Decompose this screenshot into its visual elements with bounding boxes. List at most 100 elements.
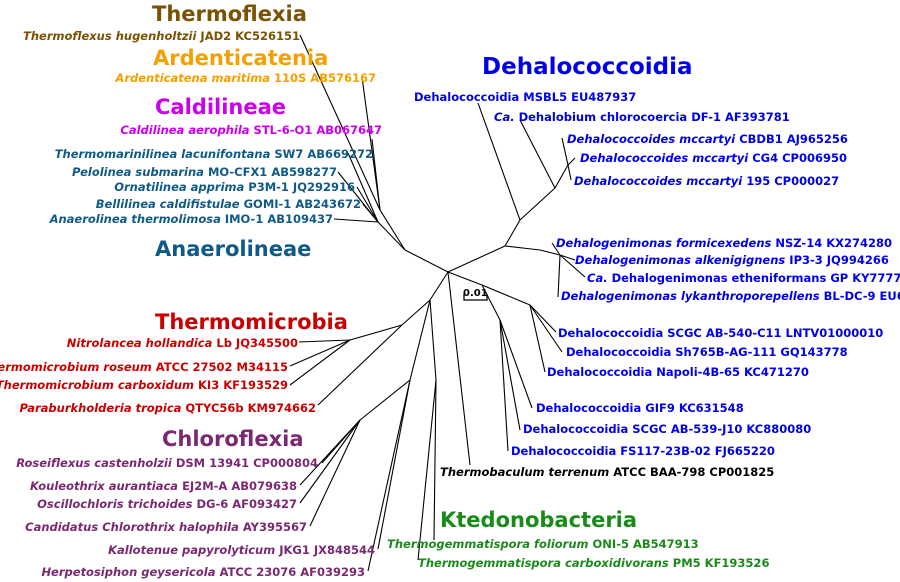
taxon-label: Dehalococcoides mccartyi CBDB1 AJ965256 bbox=[567, 132, 848, 146]
taxon-label: Kouleothrix aurantiaca EJ2M-A AB079638 bbox=[30, 479, 297, 493]
taxon-label: Thermoflexus hugenholtzii JAD2 KC526151 bbox=[23, 29, 300, 43]
taxon-label: Candidatus Chlorothrix halophila AY39556… bbox=[25, 520, 307, 534]
taxon-label-part: ONI-5 AB547913 bbox=[589, 537, 699, 551]
taxon-label: Ornatilinea apprima P3M-1 JQ292916 bbox=[114, 180, 355, 194]
taxon-label-part: Thermomicrobium roseum bbox=[0, 360, 152, 374]
taxon-label-part: Kallotenue papyrolyticum bbox=[108, 543, 275, 557]
taxon-label-part: SW7 AB669272 bbox=[270, 147, 373, 161]
taxon-label: Thermobaculum terrenum ATCC BAA-798 CP00… bbox=[440, 465, 774, 479]
taxon-label-part: Ca. bbox=[494, 110, 515, 124]
taxon-label: Ca. Dehalogenimonas etheniformans GP KY7… bbox=[587, 271, 900, 285]
taxon-label: Dehalococcoidia MSBL5 EU487937 bbox=[414, 90, 636, 104]
taxon-label-part: Nitrolancea hollandica bbox=[67, 336, 213, 350]
taxon-label: Dehalococcoides mccartyi 195 CP000027 bbox=[574, 174, 839, 188]
taxon-label-part: Pelolinea submarina bbox=[72, 165, 204, 179]
clade-dehalococcoidia: Dehalococcoidia bbox=[482, 54, 693, 80]
taxon-label-part: CBDB1 AJ965256 bbox=[735, 132, 848, 146]
taxon-label-part: EJ2M-A AB079638 bbox=[178, 479, 297, 493]
clade-ardenticatenia: Ardenticatenia bbox=[153, 46, 328, 70]
taxon-label-part: Dehalococcoidia Napoli-4B-65 KC471270 bbox=[547, 365, 809, 379]
taxon-label: Ca. Dehalobium chlorocoercia DF-1 AF3937… bbox=[494, 110, 790, 124]
taxon-label-part: Dehalococcoidia MSBL5 EU487937 bbox=[414, 90, 636, 104]
taxon-label: Thermomarinilinea lacunifontana SW7 AB66… bbox=[55, 147, 373, 161]
taxon-label-part: Dehalogenimonas alkenigignens bbox=[575, 253, 785, 267]
taxon-label-part: DG-6 AF093427 bbox=[192, 497, 297, 511]
taxon-label-part: ATCC BAA-798 CP001825 bbox=[609, 465, 774, 479]
taxon-label: Bellilinea caldifistulae GOMI-1 AB243672 bbox=[96, 197, 361, 211]
taxon-label-part: Thermoflexus hugenholtzii bbox=[23, 29, 197, 43]
taxon-label: Dehalogenimonas lykanthroporepellens BL-… bbox=[561, 289, 900, 303]
taxon-label: Thermomicrobium carboxidum KI3 KF193529 bbox=[0, 378, 288, 392]
taxon-label-part: Dehalococcoidia FS117-23B-02 FJ665220 bbox=[511, 444, 775, 458]
taxon-label: Thermogemmatispora carboxidivorans PM5 K… bbox=[418, 556, 769, 570]
taxon-label-part: AY395567 bbox=[239, 520, 307, 534]
taxon-label: Kallotenue papyrolyticum JKG1 JX848544 bbox=[108, 543, 375, 557]
scale-bar-label: 0.01 bbox=[463, 288, 488, 299]
clade-chloroflexia: Chloroflexia bbox=[162, 427, 304, 451]
clade-thermomicrobia: Thermomicrobia bbox=[155, 310, 348, 334]
taxon-label-part: Kouleothrix aurantiaca bbox=[30, 479, 178, 493]
taxon-label: Oscillochloris trichoides DG-6 AF093427 bbox=[37, 497, 297, 511]
taxon-label: Dehalococcoidia SCGC AB-539-J10 KC880080 bbox=[523, 422, 811, 436]
taxon-labels: Thermoflexus hugenholtzii JAD2 KC526151 … bbox=[0, 29, 900, 579]
taxon-label-part: MO-CFX1 AB598277 bbox=[204, 165, 337, 179]
taxon-label-part: Lb JQ345500 bbox=[212, 336, 298, 350]
taxon-label-part: BL-DC-9 EU679419 bbox=[820, 289, 900, 303]
taxon-label: Nitrolancea hollandica Lb JQ345500 bbox=[67, 336, 298, 350]
taxon-label-part: Ardenticatena maritima bbox=[114, 71, 270, 85]
clade-ktedonobacteria: Ktedonobacteria bbox=[440, 508, 637, 532]
taxon-label-part: Bellilinea caldifistulae bbox=[96, 197, 240, 211]
taxon-label-part: Dehalobium chlorocoercia DF-1 AF393781 bbox=[515, 110, 790, 124]
taxon-label: Dehalococcoidia Napoli-4B-65 KC471270 bbox=[547, 365, 809, 379]
taxon-label: Anaerolinea thermolimosa IMO-1 AB109437 bbox=[49, 212, 333, 226]
taxon-label-part: STL-6-O1 AB067647 bbox=[250, 123, 382, 137]
taxon-label-part: ATCC 23076 AF039293 bbox=[215, 565, 365, 579]
taxon-label: Roseiflexus castenholzii DSM 13941 CP000… bbox=[16, 456, 318, 470]
taxon-label-part: Anaerolinea thermolimosa bbox=[49, 212, 222, 226]
taxon-label: Dehalococcoidia SCGC AB-540-C11 LNTV0100… bbox=[558, 326, 883, 340]
taxon-label-part: Dehalococcoides mccartyi bbox=[567, 132, 736, 146]
taxon-label-part: Dehalogenimonas lykanthroporepellens bbox=[561, 289, 820, 303]
taxon-label-part: GOMI-1 AB243672 bbox=[240, 197, 361, 211]
taxon-label-part: JAD2 KC526151 bbox=[196, 29, 300, 43]
taxon-label-part: Herpetosiphon geysericola bbox=[41, 565, 215, 579]
taxon-label-part: Dehalococcoidia SCGC AB-540-C11 LNTV0100… bbox=[558, 326, 883, 340]
taxon-label-part: Dehalogenimonas etheniformans GP KY77775… bbox=[608, 271, 900, 285]
taxon-label-part: Dehalogenimonas formicexedens bbox=[556, 236, 772, 250]
taxon-label: Thermomicrobium roseum ATCC 27502 M34115 bbox=[0, 360, 288, 374]
taxon-label: Caldilinea aerophila STL-6-O1 AB067647 bbox=[120, 123, 382, 137]
taxon-label-part: Ornatilinea apprima bbox=[114, 180, 244, 194]
taxon-label-part: Oscillochloris trichoides bbox=[37, 497, 192, 511]
taxon-label-part: Thermobaculum terrenum bbox=[440, 465, 609, 479]
taxon-label-part: Thermomicrobium carboxidum bbox=[0, 378, 194, 392]
taxon-label: Dehalococcoidia GIF9 KC631548 bbox=[536, 401, 744, 415]
taxon-label: Ardenticatena maritima 110S AB576167 bbox=[114, 71, 376, 85]
taxon-label-part: Chlorothrix halophila bbox=[98, 520, 239, 534]
tree-branches bbox=[289, 34, 586, 572]
clade-caldilineae: Caldilineae bbox=[155, 95, 286, 119]
taxon-label-part: Paraburkholderia tropica bbox=[20, 401, 182, 415]
taxon-label-part: IP3-3 JQ994266 bbox=[785, 253, 889, 267]
taxon-label-part: CG4 CP006950 bbox=[748, 151, 847, 165]
taxon-label-part: 110S AB576167 bbox=[270, 71, 376, 85]
taxon-label-part: Dehalococcoidia SCGC AB-539-J10 KC880080 bbox=[523, 422, 811, 436]
taxon-label: Herpetosiphon geysericola ATCC 23076 AF0… bbox=[41, 565, 365, 579]
taxon-label: Pelolinea submarina MO-CFX1 AB598277 bbox=[72, 165, 337, 179]
taxon-label-part: QTYC56b KM974662 bbox=[181, 401, 316, 415]
clade-thermoflexia: Thermoflexia bbox=[152, 2, 307, 26]
taxon-label: Dehalogenimonas formicexedens NSZ-14 KX2… bbox=[556, 236, 892, 250]
taxon-label-part: Ca. bbox=[587, 271, 608, 285]
taxon-label-part: ATCC 27502 M34115 bbox=[152, 360, 288, 374]
taxon-label-part: NSZ-14 KX274280 bbox=[771, 236, 892, 250]
taxon-label-part: KI3 KF193529 bbox=[194, 378, 288, 392]
taxon-label: Dehalococcoidia FS117-23B-02 FJ665220 bbox=[511, 444, 775, 458]
taxon-label-part: DSM 13941 CP000804 bbox=[172, 456, 318, 470]
clade-labels: Thermoflexia Ardenticatenia Caldilineae … bbox=[152, 2, 693, 532]
taxon-label-part: P3M-1 JQ292916 bbox=[244, 180, 355, 194]
taxon-label-part: Dehalococcoides mccartyi bbox=[574, 174, 743, 188]
taxon-label-part: Thermogemmatispora foliorum bbox=[387, 537, 589, 551]
taxon-label-part: IMO-1 AB109437 bbox=[221, 212, 333, 226]
taxon-label-part: Dehalococcoidia Sh765B-AG-111 GQ143778 bbox=[566, 345, 848, 359]
scale-bar: 0.01 bbox=[463, 288, 488, 301]
